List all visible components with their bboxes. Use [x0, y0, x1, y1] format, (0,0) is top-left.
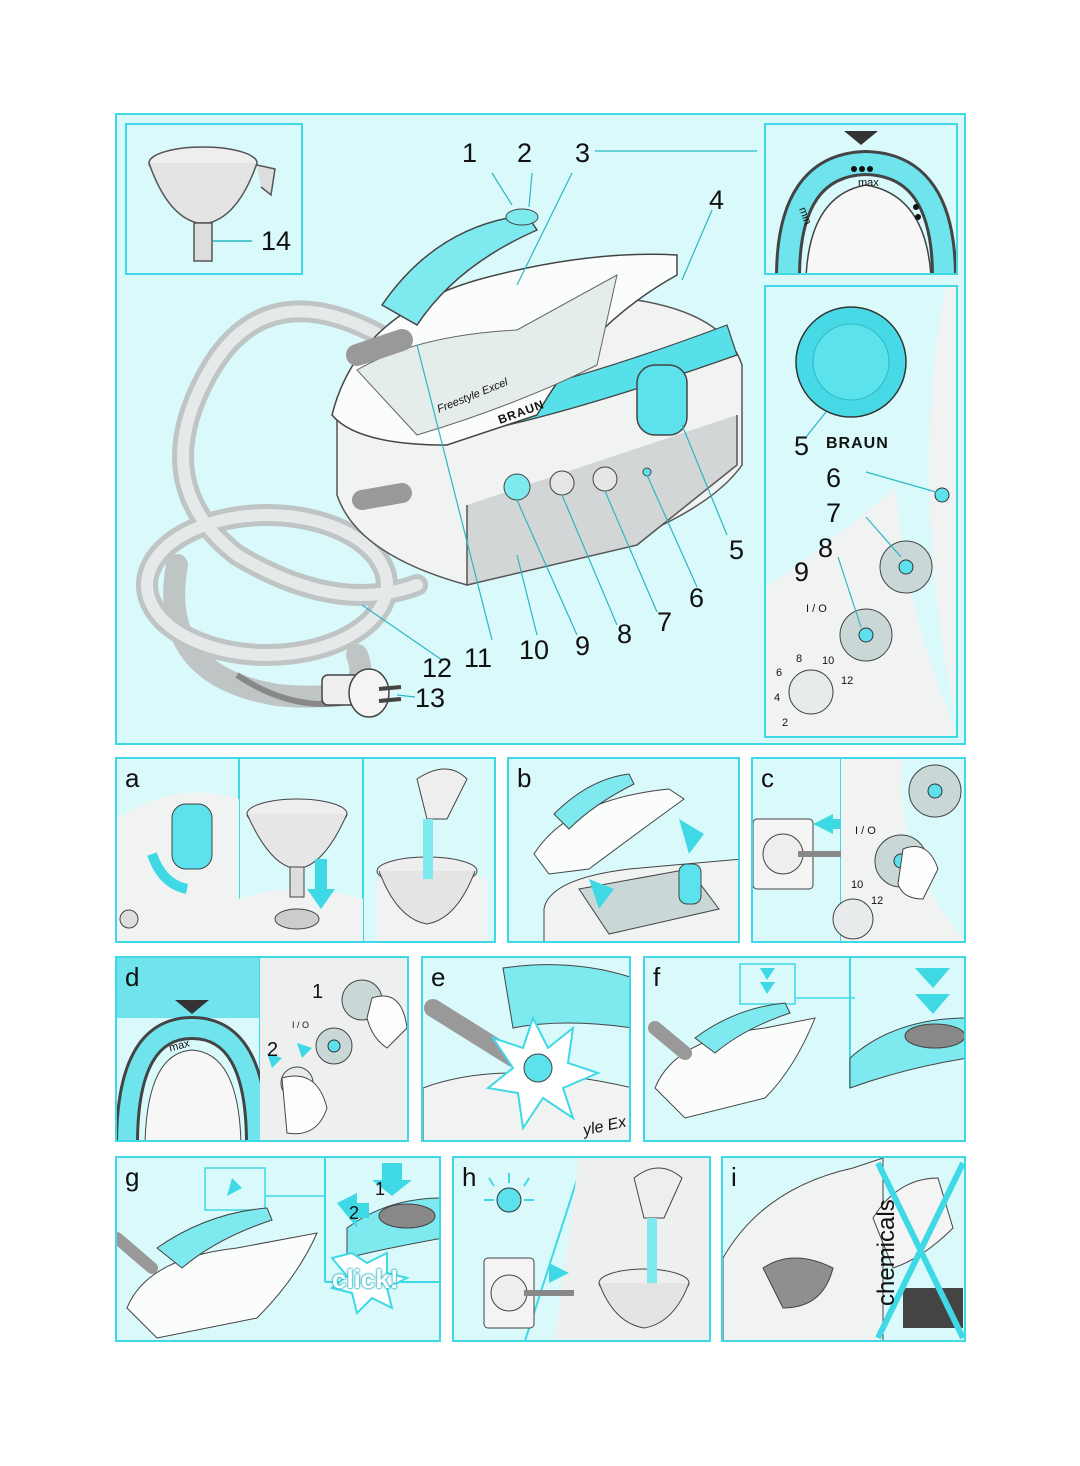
dial-max-label: max [858, 177, 879, 189]
step-2-marker: 2 [349, 1203, 360, 1223]
plug-icon [321, 668, 402, 718]
scale-10: 10 [851, 879, 864, 891]
step-letter: b [517, 763, 532, 793]
label-7-base: 7 [657, 607, 673, 637]
chemicals-label: chemicals [873, 1199, 900, 1306]
overview-panel: 14 [115, 113, 966, 745]
step-letter: i [731, 1162, 737, 1192]
step-1-marker: 1 [312, 981, 324, 1003]
step-g-panel: g 1 2 click! [115, 1156, 441, 1342]
label-1: 1 [462, 138, 478, 168]
step-letter: e [431, 962, 446, 992]
label-9-base: 9 [575, 631, 591, 661]
label-7: 7 [826, 498, 842, 528]
label-12: 12 [422, 653, 453, 683]
label-6-base: 6 [689, 583, 705, 613]
label-6: 6 [826, 463, 842, 493]
funnel-icon [148, 146, 276, 262]
power-label: I / O [806, 603, 827, 615]
label-10: 10 [519, 635, 550, 665]
step-h-panel: h [452, 1156, 711, 1342]
step-c-panel: c I / O 10 12 [751, 757, 966, 943]
step-b-panel: b [507, 757, 740, 943]
label-8: 8 [818, 533, 834, 563]
funnel-inset: 14 [125, 123, 303, 275]
label-2: 2 [517, 138, 533, 168]
steam-dial-inset: max min [764, 123, 958, 275]
step-letter: c [761, 763, 774, 793]
step-letter: g [125, 1162, 140, 1192]
label-5-base: 5 [729, 535, 745, 565]
step-e-panel: e yle Ex [421, 956, 631, 1142]
step-letter: h [462, 1162, 477, 1192]
control-panel-inset: 5 BRAUN 6 7 8 9 I / O 2 4 6 8 10 12 [764, 285, 958, 738]
scale-12: 12 [871, 895, 884, 907]
step-1-marker: 1 [375, 1179, 386, 1199]
step-letter: a [125, 763, 140, 793]
scale-4: 4 [774, 692, 781, 704]
scale-10: 10 [822, 655, 835, 667]
brand-logo-panel: BRAUN [826, 435, 889, 452]
step-f-panel: f [643, 956, 966, 1142]
scale-12: 12 [841, 675, 854, 687]
label-8-base: 8 [617, 619, 633, 649]
step-2-marker: 2 [267, 1039, 279, 1061]
click-label: click! [332, 1264, 399, 1294]
label-4: 4 [709, 185, 725, 215]
scale-8: 8 [796, 653, 803, 665]
power-label: I / O [292, 1020, 310, 1030]
power-label: I / O [855, 825, 876, 837]
scale-6: 6 [776, 667, 783, 679]
label-3: 3 [575, 138, 591, 168]
label-13: 13 [415, 683, 446, 713]
label-14: 14 [261, 226, 292, 256]
step-d-panel: d max 1 2 I / O [115, 956, 409, 1142]
label-11: 11 [464, 643, 493, 673]
label-5: 5 [794, 431, 810, 461]
label-9: 9 [794, 557, 810, 587]
steam-station-illustration [136, 150, 757, 718]
step-letter: d [125, 962, 140, 992]
scale-2: 2 [782, 717, 789, 729]
step-i-panel: i chemicals [721, 1156, 966, 1342]
step-a-panel: a [115, 757, 496, 943]
step-letter: f [653, 962, 661, 992]
